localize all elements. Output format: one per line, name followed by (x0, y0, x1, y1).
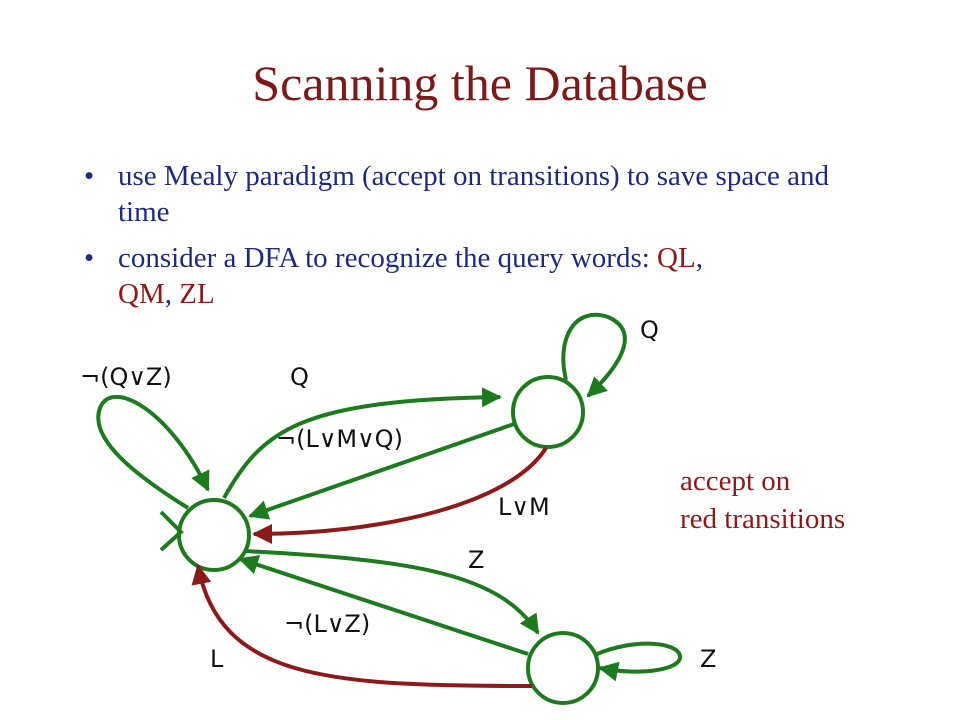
edge-start-to-q (222, 387, 502, 499)
label-q-to-start: ¬(L∨M∨Q) (276, 425, 403, 453)
label-q-accept: L∨M (498, 493, 550, 521)
bullet-marker: • (84, 160, 95, 192)
label-start-to-z: Z (468, 546, 484, 574)
bullet-item: • consider a DFA to recognize the query … (84, 240, 884, 312)
edge-start-self-loop (96, 395, 210, 510)
label-z-self-loop: Z (700, 645, 716, 673)
start-marker (159, 510, 184, 552)
separator: , (164, 278, 180, 310)
edge-z-self-loop (596, 641, 682, 682)
state-start (177, 498, 251, 572)
edge-q-self-loop (561, 313, 627, 398)
bullet-list: • use Mealy paradigm (accept on transiti… (84, 158, 884, 322)
separator: , (695, 242, 703, 274)
query-word: QL (657, 242, 696, 274)
query-word: QM (118, 278, 165, 310)
edge-start-to-z (243, 549, 540, 635)
label-z-accept: L (210, 645, 224, 673)
label-z-to-start: ¬(L∨Z) (284, 610, 370, 638)
label-start-self-loop: ¬(Q∨Z) (80, 363, 172, 391)
state-q (511, 375, 585, 449)
edge-q-accept (252, 446, 548, 544)
query-word: ZL (179, 278, 215, 310)
edge-z-to-start (238, 555, 529, 656)
bullet-text: use Mealy paradigm (accept on transition… (118, 160, 830, 228)
edge-z-accept (191, 564, 533, 688)
accept-note: accept on red transitions (680, 462, 845, 538)
bullet-marker: • (84, 242, 95, 274)
edge-q-to-start (248, 422, 515, 520)
accept-note-line: accept on (680, 465, 791, 497)
accept-note-line: red transitions (680, 503, 846, 535)
bullet-text: consider a DFA to recognize the query wo… (118, 242, 658, 274)
bullet-item: • use Mealy paradigm (accept on transiti… (84, 158, 884, 230)
slide-title: Scanning the Database (252, 55, 708, 111)
label-q-self-loop: Q (640, 316, 659, 344)
state-z (526, 631, 600, 705)
label-start-to-q: Q (290, 363, 309, 391)
